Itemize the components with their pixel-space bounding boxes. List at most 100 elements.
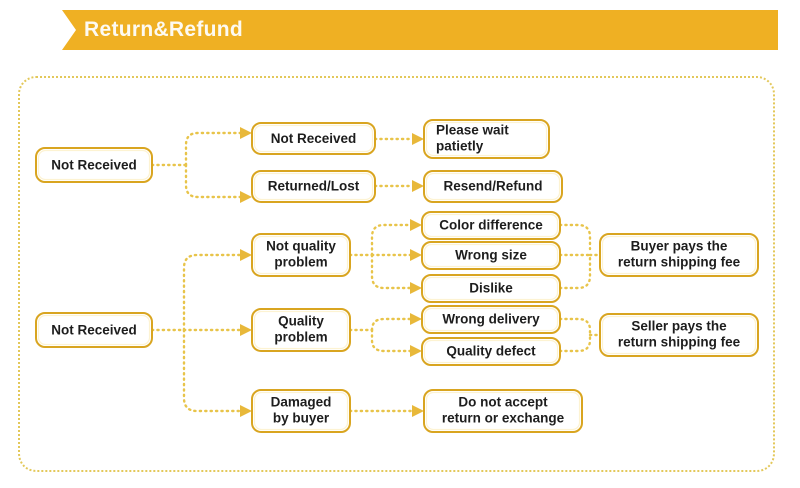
node-please-wait-inner [425, 121, 548, 157]
node-not-received-top[interactable]: Not Received [35, 147, 153, 183]
node-not-quality-problem-inner [253, 235, 349, 275]
node-wrong-size-inner [423, 243, 559, 268]
node-not-quality-problem-label-line2: problem [274, 255, 327, 270]
node-damaged-by-buyer[interactable]: Damaged by buyer [251, 389, 351, 433]
node-damaged-by-buyer-label-line2: by buyer [273, 411, 330, 426]
node-please-wait[interactable]: Please wait patietly [423, 119, 550, 159]
node-quality-problem-label-line2: problem [274, 330, 327, 345]
node-not-received-branch[interactable]: Not Received [251, 122, 376, 155]
node-quality-problem-inner [253, 310, 349, 350]
node-wrong-size-label: Wrong size [455, 248, 527, 263]
arrow-to-please-wait [412, 133, 424, 145]
connector-color-difference-to-buyer-pays [558, 223, 592, 251]
connector-not-quality-to-dislike [370, 253, 412, 290]
node-not-received-top-label: Not Received [51, 158, 137, 173]
arrow-to-damaged-by-buyer [240, 405, 252, 417]
node-not-received-branch-box [251, 122, 376, 155]
node-resend-refund-inner [425, 172, 561, 201]
node-please-wait-label-line1: Please wait [436, 123, 509, 138]
connector-nr-bottom-to-damaged [182, 328, 242, 413]
connector-not-quality-to-color-difference [370, 223, 412, 257]
node-buyer-pays-label-line2: return shipping fee [618, 255, 741, 270]
node-please-wait-box [423, 119, 550, 159]
arrow-to-quality-problem [240, 324, 252, 336]
connector-quality-to-wrong-delivery [370, 317, 412, 332]
node-do-not-accept-label-line1: Do not accept [458, 395, 548, 410]
node-returned-lost-inner [253, 172, 374, 201]
node-color-difference-box [421, 211, 561, 240]
node-seller-pays-inner [601, 315, 757, 355]
node-wrong-size-box [421, 241, 561, 270]
node-wrong-delivery[interactable]: Wrong delivery [421, 305, 561, 334]
node-quality-problem[interactable]: Quality problem [251, 308, 351, 352]
node-buyer-pays[interactable]: Buyer pays the return shipping fee [599, 233, 759, 277]
node-not-received-bottom-inner [37, 314, 151, 346]
arrow-to-resend-refund [412, 180, 424, 192]
node-seller-pays-label-line1: Seller pays the [631, 319, 727, 334]
node-quality-defect-label: Quality defect [446, 344, 536, 359]
arrow-to-quality-defect [410, 345, 422, 357]
node-color-difference-inner [423, 213, 559, 238]
node-not-quality-problem-label-line1: Not quality [266, 239, 336, 254]
node-dislike-label: Dislike [469, 281, 513, 296]
banner-background [62, 10, 778, 50]
node-not-received-branch-label: Not Received [271, 131, 357, 146]
node-do-not-accept-label-line2: return or exchange [442, 411, 565, 426]
arrow-to-returned-lost [240, 191, 252, 203]
node-returned-lost[interactable]: Returned/Lost [251, 170, 376, 203]
connector-nr-top-to-returned-lost [184, 163, 242, 199]
header-banner: Return&Refund [62, 10, 778, 50]
node-damaged-by-buyer-inner [253, 391, 349, 431]
node-do-not-accept-box [423, 389, 583, 433]
node-wrong-delivery-box [421, 305, 561, 334]
node-do-not-accept[interactable]: Do not accept return or exchange [423, 389, 583, 433]
node-buyer-pays-box [599, 233, 759, 277]
node-resend-refund-label: Resend/Refund [443, 179, 542, 194]
connector-wrong-delivery-to-seller-pays [558, 317, 592, 337]
node-seller-pays[interactable]: Seller pays the return shipping fee [599, 313, 759, 357]
node-dislike-inner [423, 276, 559, 301]
arrow-to-do-not-accept [412, 405, 424, 417]
node-wrong-delivery-inner [423, 307, 559, 332]
node-wrong-size[interactable]: Wrong size [421, 241, 561, 270]
node-not-received-bottom[interactable]: Not Received [35, 312, 153, 348]
connector-quality-defect-to-seller-pays [558, 333, 592, 353]
node-not-quality-problem[interactable]: Not quality problem [251, 233, 351, 277]
node-color-difference[interactable]: Color difference [421, 211, 561, 240]
node-seller-pays-label-line2: return shipping fee [618, 335, 741, 350]
node-quality-defect-box [421, 337, 561, 366]
node-resend-refund-box [423, 170, 563, 203]
node-do-not-accept-inner [425, 391, 581, 431]
node-not-received-top-box [35, 147, 153, 183]
node-wrong-delivery-label: Wrong delivery [442, 312, 540, 327]
node-not-quality-problem-box [251, 233, 351, 277]
node-please-wait-label-line2: patietly [436, 139, 484, 154]
node-quality-problem-label-line1: Quality [278, 314, 324, 329]
node-quality-defect[interactable]: Quality defect [421, 337, 561, 366]
arrow-to-wrong-size [410, 249, 422, 261]
arrow-to-not-received [240, 127, 252, 139]
arrow-to-wrong-delivery [410, 313, 422, 325]
node-not-received-branch-inner [253, 124, 374, 153]
page-title: Return&Refund [84, 18, 244, 41]
connector-dislike-to-buyer-pays [558, 253, 592, 290]
node-quality-problem-box [251, 308, 351, 352]
arrow-to-not-quality-problem [240, 249, 252, 261]
node-returned-lost-label: Returned/Lost [268, 179, 360, 194]
node-quality-defect-inner [423, 339, 559, 364]
arrow-to-color-difference [410, 219, 422, 231]
arrow-to-dislike [410, 282, 422, 294]
node-buyer-pays-label-line1: Buyer pays the [631, 239, 728, 254]
node-color-difference-label: Color difference [439, 218, 543, 233]
connector-quality-to-quality-defect [370, 328, 412, 353]
node-not-received-bottom-box [35, 312, 153, 348]
node-resend-refund[interactable]: Resend/Refund [423, 170, 563, 203]
connector-nr-bottom-to-not-quality [182, 253, 242, 332]
connector-nr-top-to-not-received [184, 131, 242, 167]
node-damaged-by-buyer-box [251, 389, 351, 433]
node-dislike[interactable]: Dislike [421, 274, 561, 303]
node-not-received-top-inner [37, 149, 151, 181]
node-buyer-pays-inner [601, 235, 757, 275]
node-damaged-by-buyer-label-line1: Damaged [271, 395, 332, 410]
